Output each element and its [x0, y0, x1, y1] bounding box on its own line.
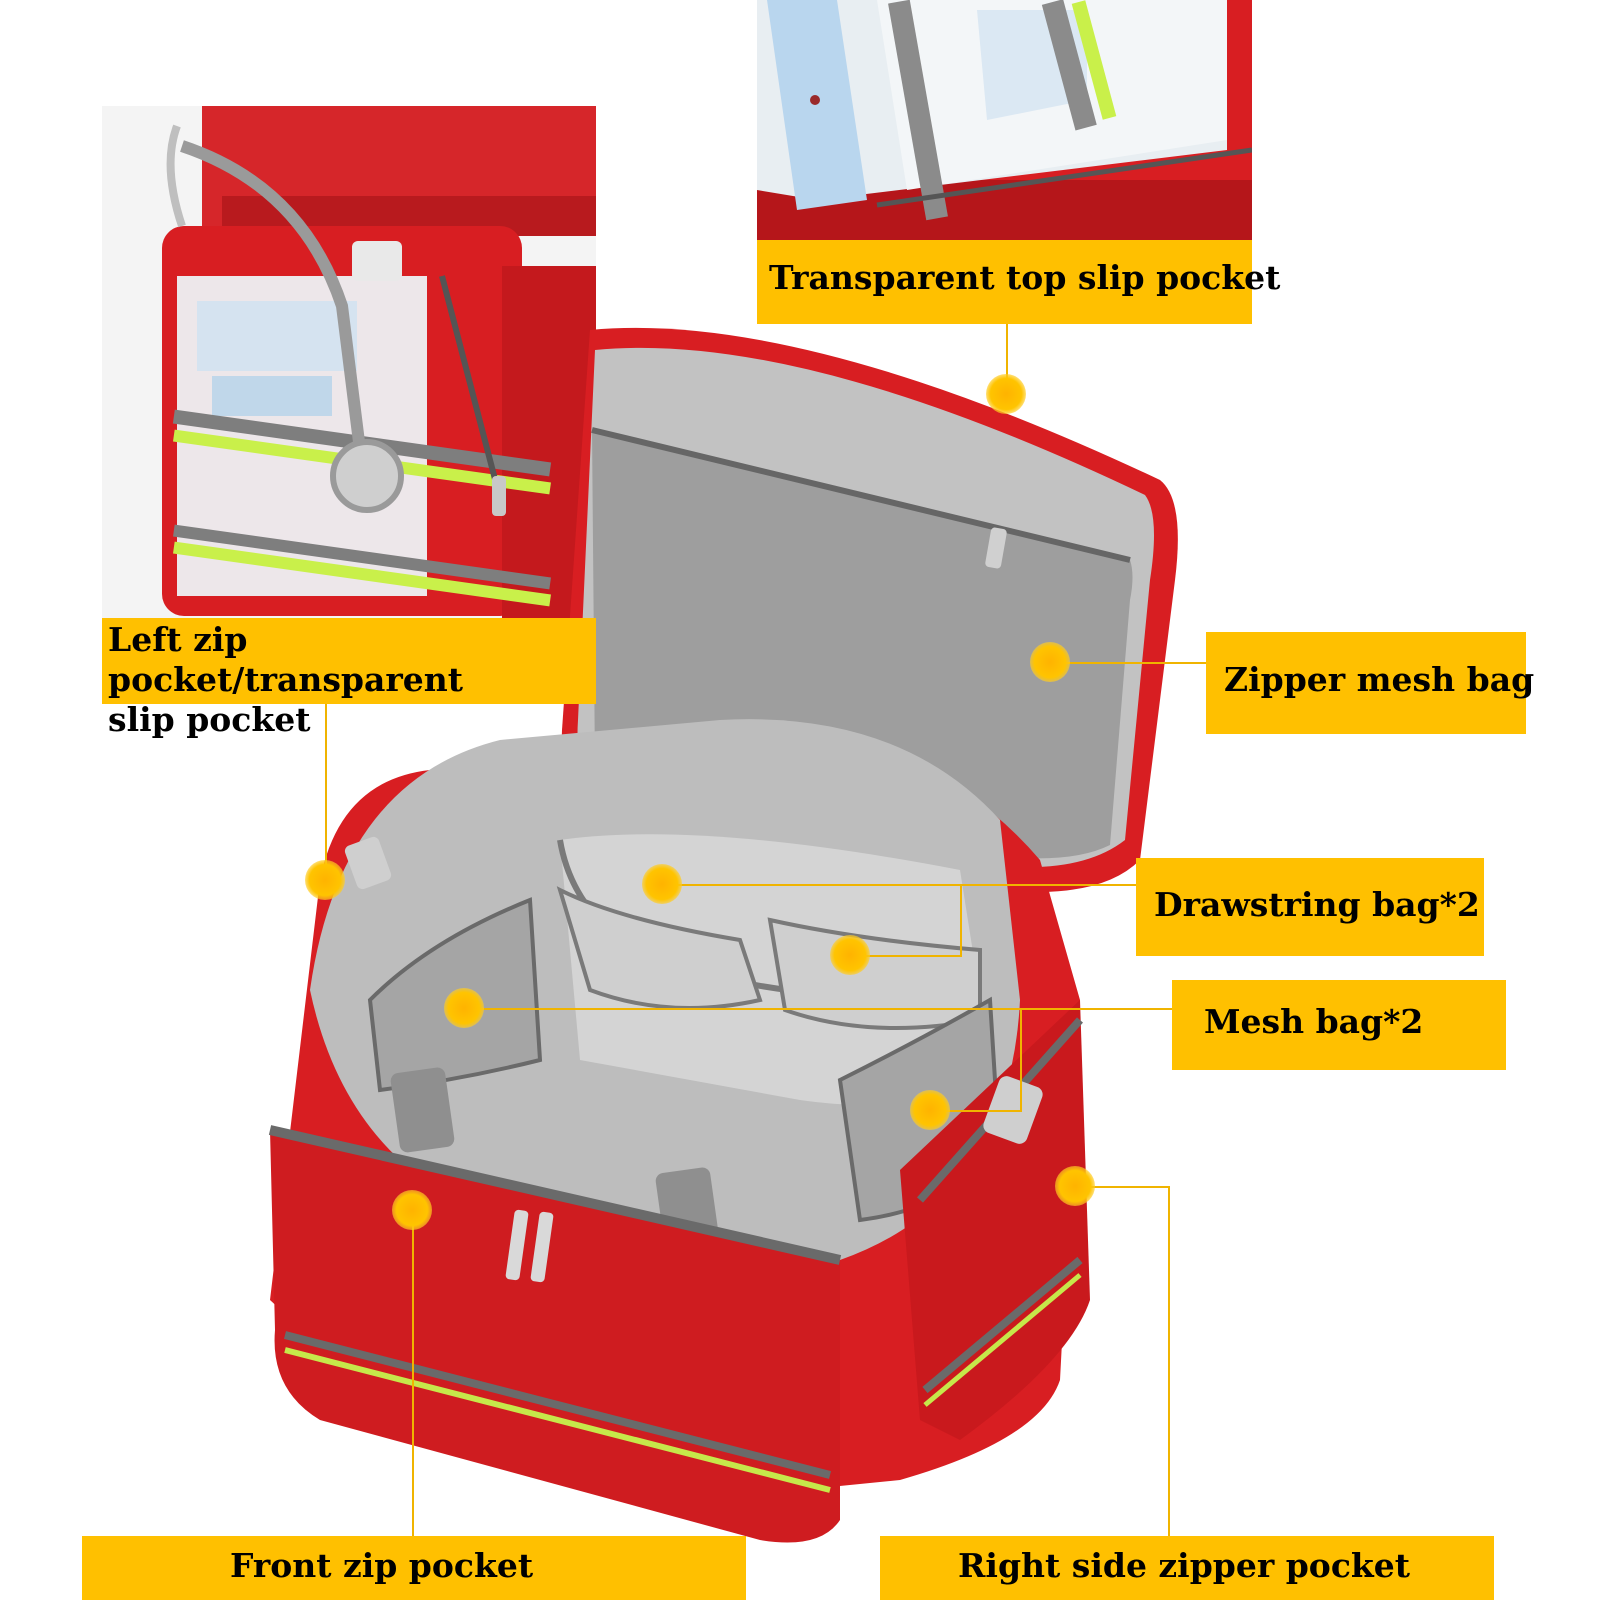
label-front-zip-pocket: Front zip pocket — [82, 1536, 746, 1600]
label-left-zip-line2: slip pocket — [108, 700, 311, 739]
label-mesh-bag: Mesh bag*2 — [1172, 980, 1506, 1070]
dot-icon — [305, 860, 345, 900]
leader-mesh-a — [464, 1008, 1172, 1010]
leader-mesh-c — [930, 1110, 1022, 1112]
dot-icon — [392, 1190, 432, 1230]
leader-zipper-mesh — [1050, 662, 1206, 664]
top-slip-pocket-photo — [757, 0, 1252, 240]
leader-right-side-b — [1168, 1186, 1170, 1536]
label-top-slip-pocket: Transparent top slip pocket — [757, 240, 1280, 324]
leader-drawstring-b — [960, 884, 962, 956]
leader-drawstring-c — [850, 955, 962, 957]
dot-icon — [642, 864, 682, 904]
left-zip-pocket-photo — [102, 106, 596, 618]
dot-icon — [1030, 642, 1070, 682]
dot-icon — [444, 988, 484, 1028]
label-right-side-zipper-pocket: Right side zipper pocket — [880, 1536, 1494, 1600]
bag-main-photo — [200, 300, 1200, 1600]
leader-top-slip — [1006, 324, 1008, 394]
leader-right-side-a — [1075, 1186, 1169, 1188]
label-zipper-mesh-bag: Zipper mesh bag — [1206, 632, 1534, 734]
leader-drawstring-a — [662, 884, 1136, 886]
leader-left-zip — [325, 704, 327, 880]
label-left-zip-line1: Left zip pocket/transparent — [108, 620, 463, 699]
label-left-zip-pocket: Left zip pocket/transparent slip pocket — [102, 618, 596, 739]
label-drawstring-bag: Drawstring bag*2 — [1136, 858, 1484, 956]
leader-mesh-b — [1020, 1008, 1022, 1112]
leader-front-zip — [412, 1210, 414, 1536]
dot-icon — [910, 1090, 950, 1130]
dot-icon — [1055, 1166, 1095, 1206]
dot-icon — [986, 374, 1026, 414]
dot-icon — [830, 935, 870, 975]
